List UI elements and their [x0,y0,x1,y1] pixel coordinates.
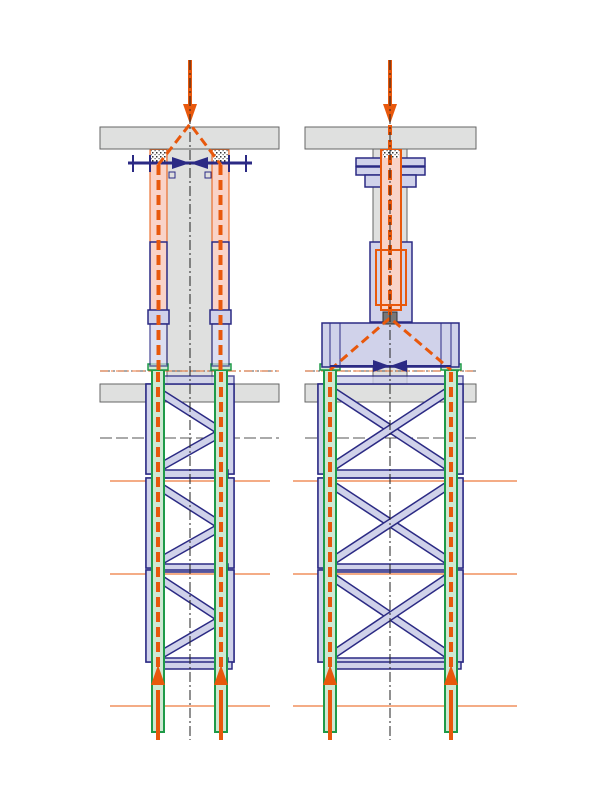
horizontal-force-arrow-icon [172,157,190,169]
bearing-pad [213,150,228,164]
reaction-arrow-up-icon [151,665,165,685]
base-plate [327,661,462,670]
load-spread-dashed [156,121,223,166]
small-plate [168,171,176,179]
pile [319,363,341,740]
reaction-arrow-up-icon [214,665,228,685]
diagonal-brace-fill [160,526,219,563]
pile [440,363,462,740]
load-spread-dashed [329,316,452,372]
diagonal-brace-fill [160,577,219,619]
left-tower-frame [145,363,235,740]
top-girt [325,375,464,385]
small-plate [204,171,212,179]
pile [147,363,169,740]
pile [210,363,232,740]
diagonal-brace-fill [160,432,219,469]
reaction-arrow-up-icon [444,665,458,685]
reaction-arrow-up-icon [323,665,337,685]
left-column-head [128,60,252,370]
horizontal-force-arrow-icon [190,157,208,169]
bearing-pad [383,150,399,158]
diagonal-brace-fill [332,575,449,657]
